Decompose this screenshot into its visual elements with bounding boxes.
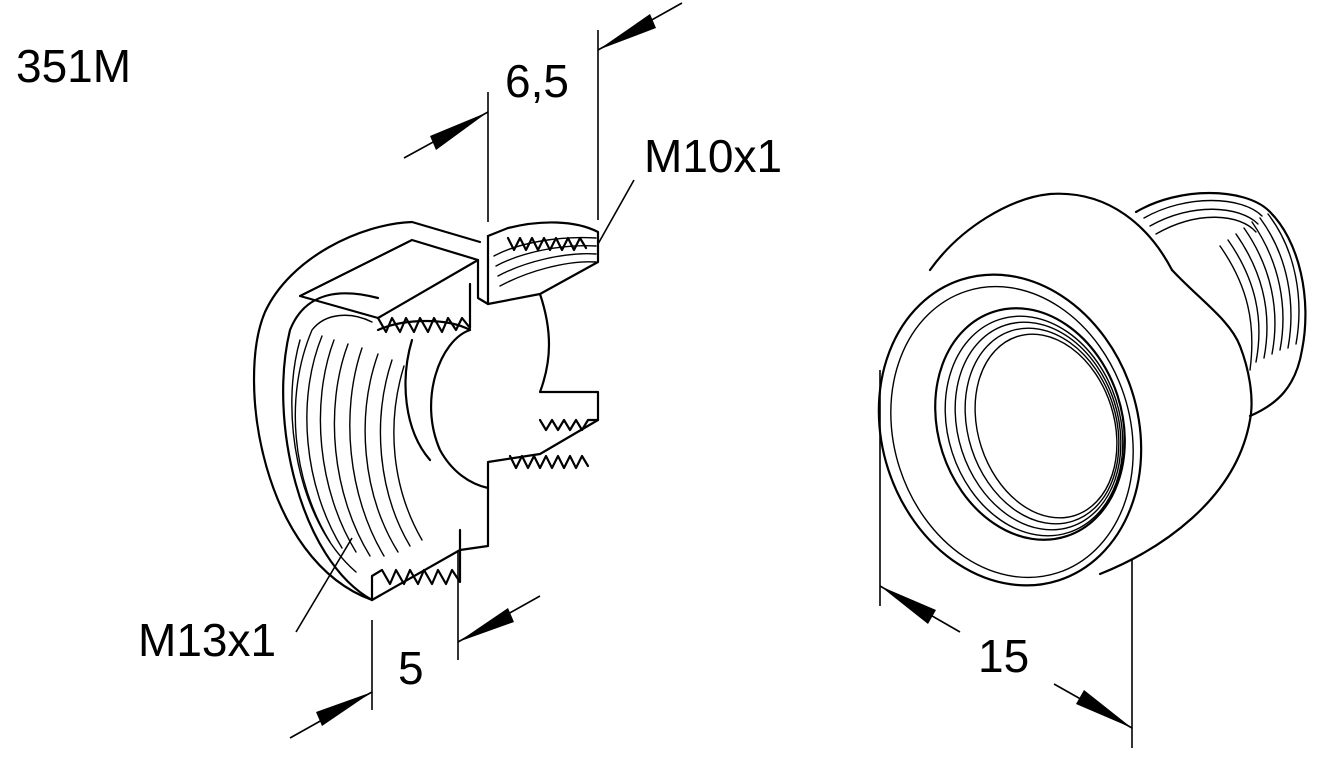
- dimension-15: [879, 370, 1133, 748]
- leader-m10: [597, 179, 635, 245]
- dimension-15-label: 15: [978, 630, 1029, 682]
- thread-m13-label: M13x1: [138, 614, 276, 666]
- dimension-6-5-label: 6,5: [505, 55, 569, 107]
- dimension-6-5: [403, 2, 683, 222]
- part-number-label: 351M: [16, 40, 131, 92]
- leader-m13: [295, 537, 353, 633]
- cutaway-reducer: [252, 220, 600, 602]
- complete-reducer: [877, 192, 1307, 587]
- dimension-5: [289, 550, 541, 739]
- thread-m10-label: M10x1: [644, 130, 782, 182]
- dimension-5-label: 5: [398, 642, 424, 694]
